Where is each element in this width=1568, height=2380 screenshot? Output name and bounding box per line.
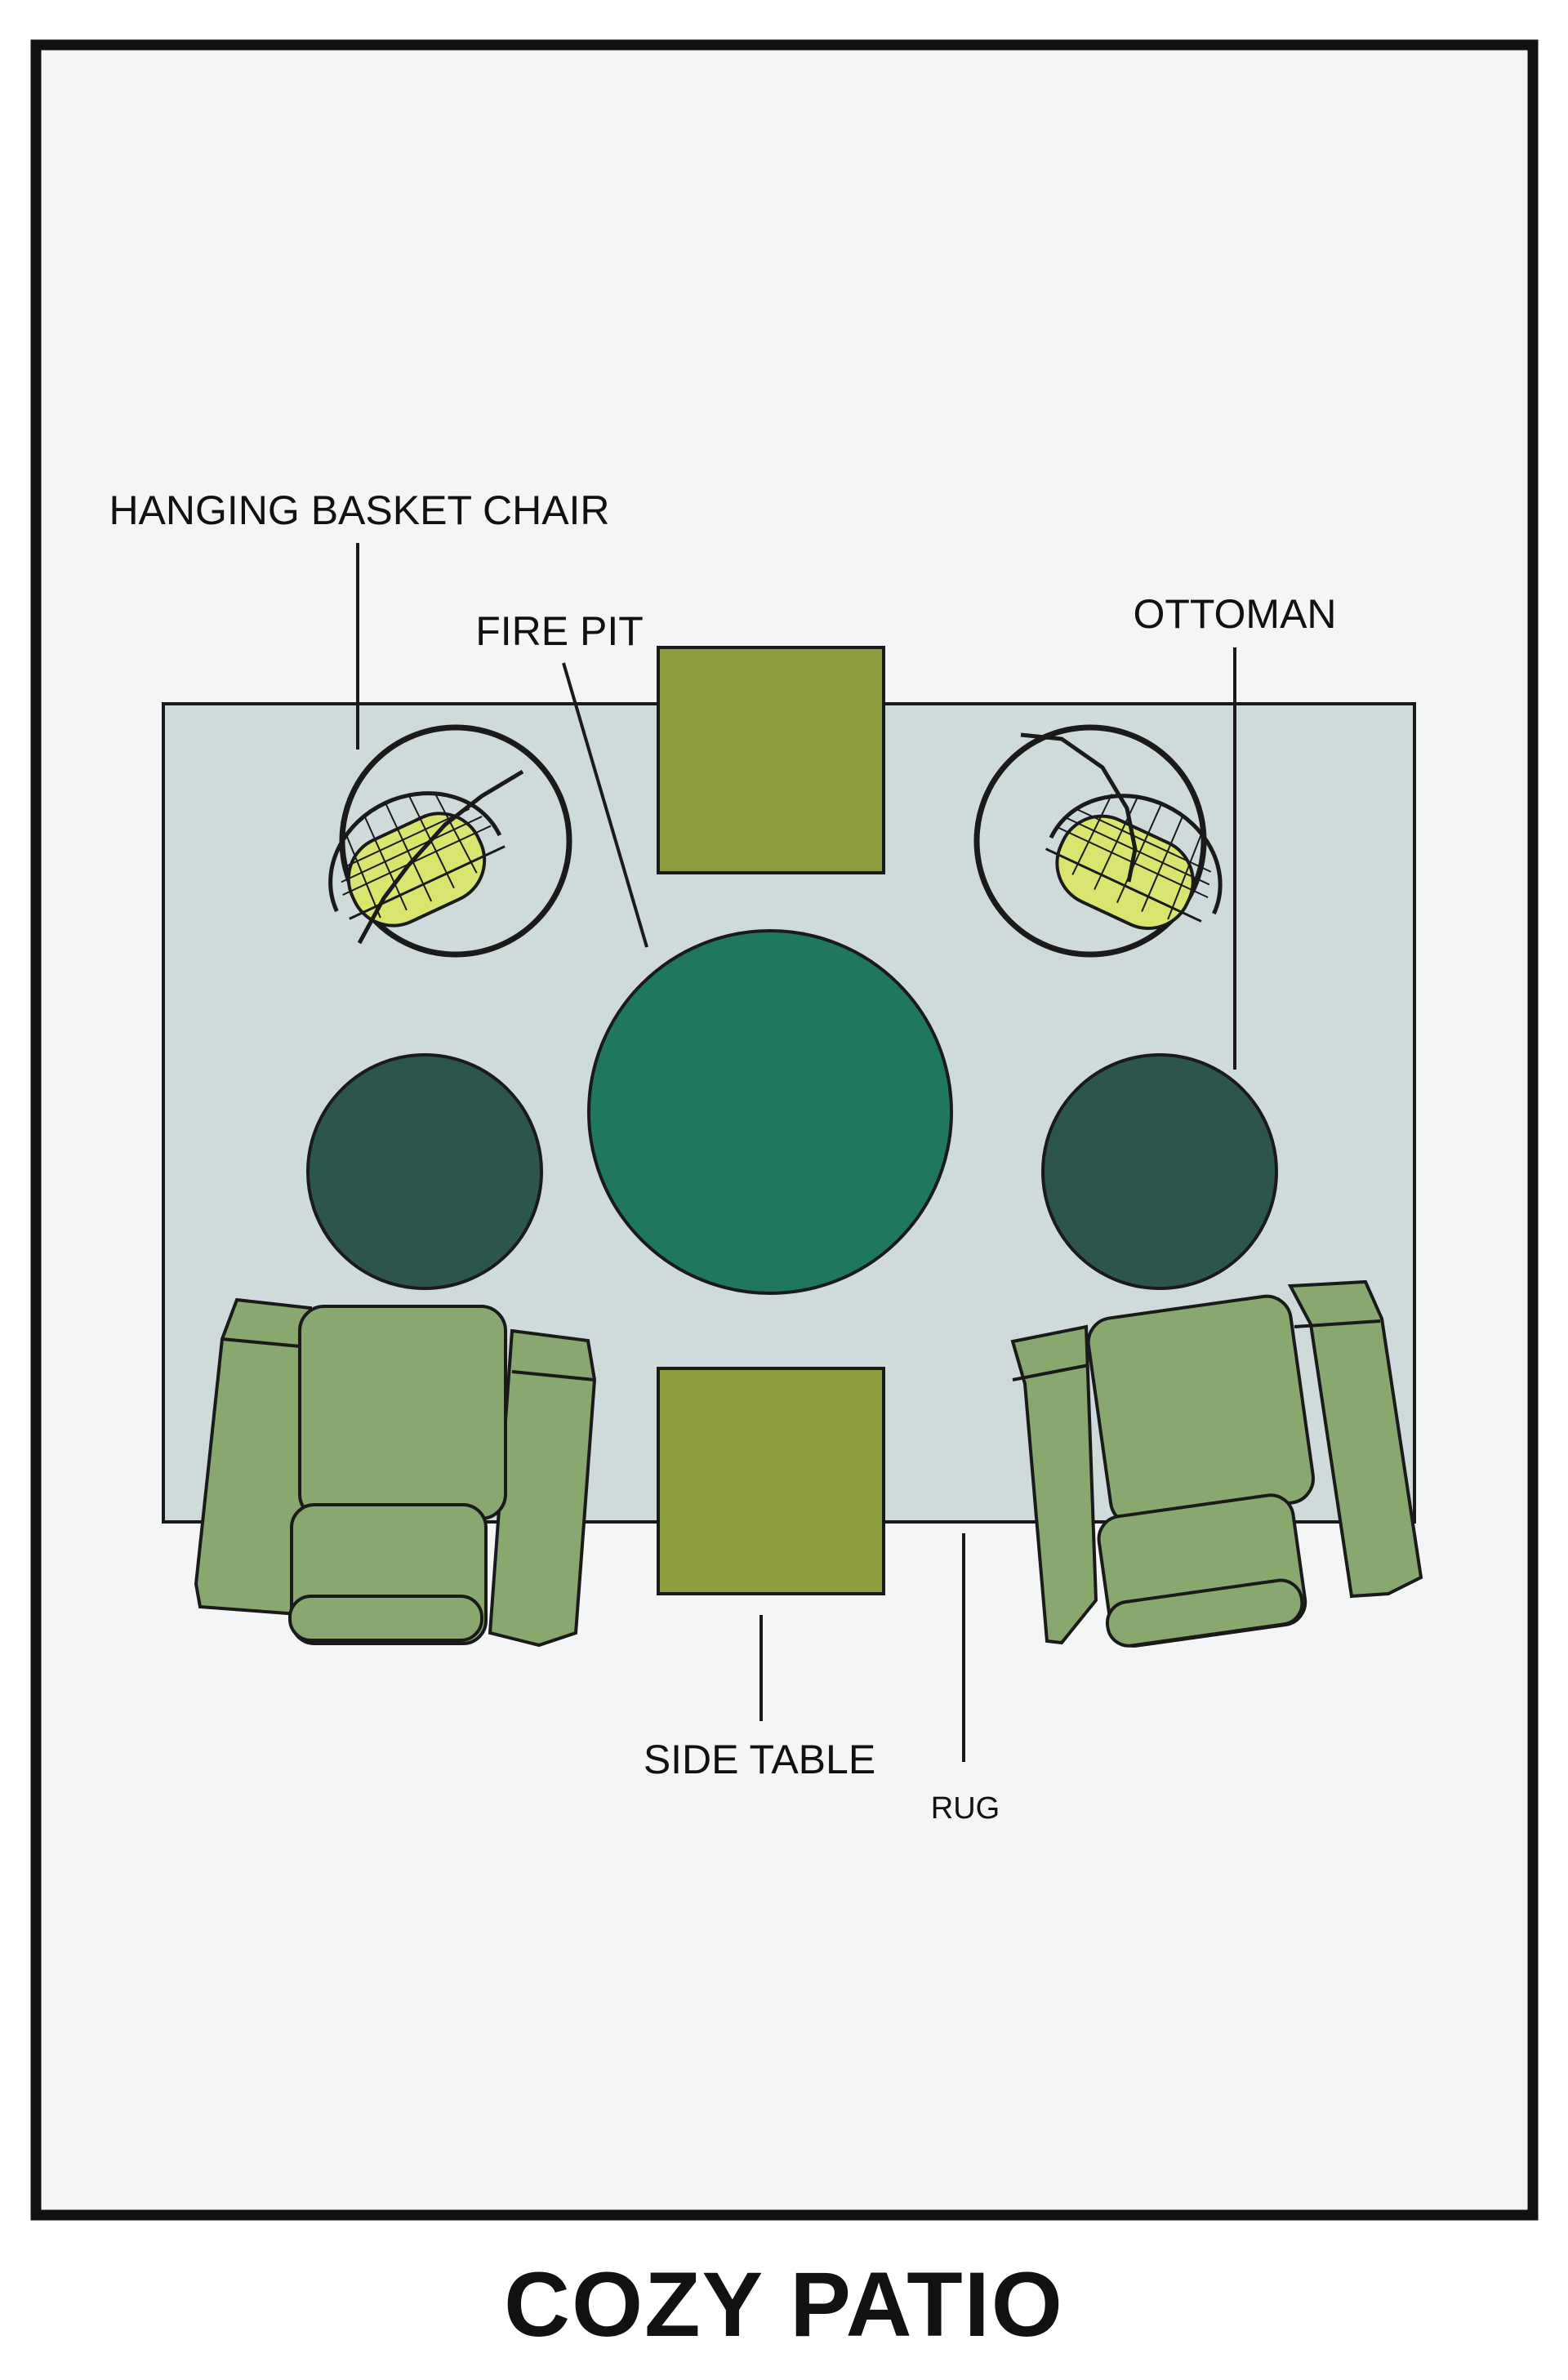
armchair-left	[194, 1297, 597, 1648]
leader-lines	[356, 543, 1236, 1762]
armchair-right	[1010, 1279, 1423, 1648]
diagram-title: COZY PATIO	[504, 2253, 1064, 2356]
ottoman-left	[306, 1053, 543, 1290]
label-ottoman: OTTOMAN	[1133, 591, 1337, 637]
side-table-bottom	[657, 1367, 885, 1595]
ottoman-right	[1041, 1053, 1278, 1290]
label-side-table: SIDE TABLE	[643, 1737, 876, 1782]
label-fire-pit: FIRE PIT	[475, 608, 644, 654]
hanging-basket-chair-left	[328, 724, 572, 958]
hanging-basket-chair-right	[973, 724, 1223, 958]
fire-pit	[587, 929, 953, 1295]
label-hanging-basket-chair: HANGING BASKET CHAIR	[109, 487, 610, 533]
side-table-top	[657, 646, 885, 874]
label-rug: RUG	[930, 1791, 1000, 1826]
